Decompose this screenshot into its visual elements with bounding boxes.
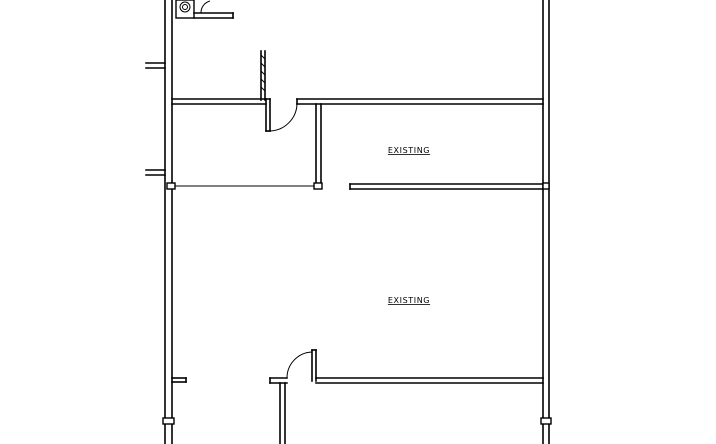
west-wall-stub-middle	[145, 169, 166, 176]
north-wall-right-segment	[296, 98, 544, 105]
toilet-fixture-icon	[175, 0, 195, 19]
west-wall-stub-upper	[145, 62, 166, 69]
restroom-partition	[193, 0, 234, 19]
north-wall-left-segment	[171, 98, 271, 105]
column-marker-west	[162, 417, 175, 425]
south-room-wall	[311, 349, 544, 384]
west-exterior-wall	[164, 0, 173, 444]
east-exterior-wall	[542, 0, 550, 444]
middle-divider-wall	[166, 182, 550, 190]
office-door-north	[265, 98, 298, 132]
column-marker-east	[540, 417, 552, 425]
vertical-wall-stub-north	[260, 50, 266, 101]
west-wall-stub-lower	[171, 377, 187, 383]
room-label-lower: EXISTING	[388, 296, 430, 305]
partition-wall-vertical	[315, 103, 322, 185]
office-door-south	[269, 351, 313, 444]
room-label-upper: EXISTING	[388, 146, 430, 155]
